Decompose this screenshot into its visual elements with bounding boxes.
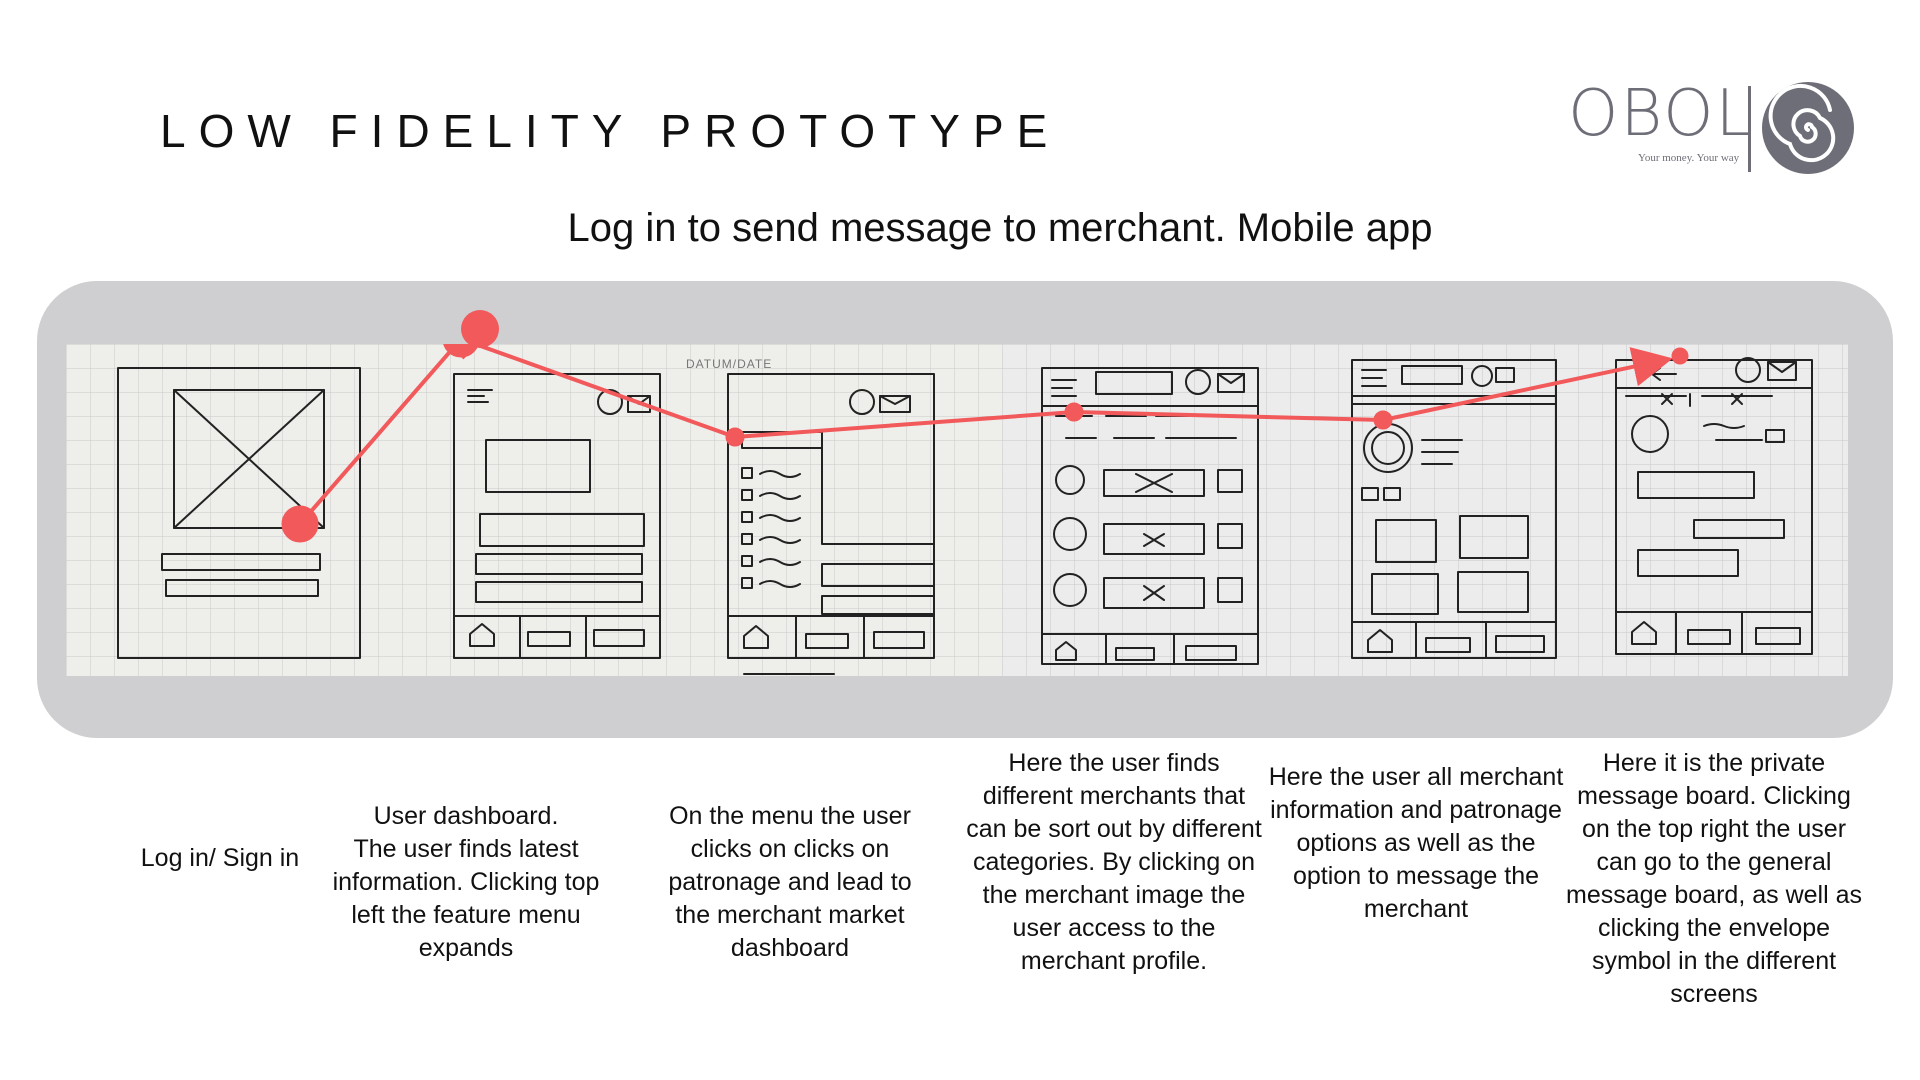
sketch-screen-message-board xyxy=(1615,357,1813,655)
sketch-screen-dashboard xyxy=(453,373,661,659)
caption-merchant-market: Here the user finds different merchants … xyxy=(966,749,1262,975)
sketch-screen-merchant-market xyxy=(1041,367,1259,665)
sketch-screen-merchant-profile xyxy=(1351,359,1557,659)
caption-dashboard: User dashboard. The user finds latest in… xyxy=(332,802,600,962)
flow-point-patronage xyxy=(725,427,745,447)
caption-menu: On the menu the user clicks on clicks on… xyxy=(668,802,912,962)
wireframe-sketch-photo: DATUM/DATE xyxy=(66,344,1848,676)
flow-point-login xyxy=(281,505,319,543)
flow-subtitle: Log in to send message to merchant. Mobi… xyxy=(567,206,1433,250)
flow-point-merchant xyxy=(1064,402,1084,422)
caption-merchant-profile: Here the user all merchant information a… xyxy=(1268,763,1564,923)
sketch-screen-menu xyxy=(727,373,935,675)
logo-tagline: Your money. Your way xyxy=(1638,152,1740,164)
caption-login: Log in/ Sign in xyxy=(140,844,300,872)
interaction-flow xyxy=(281,344,1689,543)
flow-point-message xyxy=(1373,410,1393,430)
date-label: DATUM/DATE xyxy=(686,357,772,371)
logo-wordmark: OBOL xyxy=(1568,77,1754,151)
logo-divider xyxy=(1748,86,1751,172)
obol-logo: OBOL Your money. Your way xyxy=(1566,78,1866,178)
spiral-icon xyxy=(1762,82,1854,174)
caption-message-board: Here it is the private message board. Cl… xyxy=(1566,749,1862,1008)
flow-point-board xyxy=(1671,347,1689,365)
page-title: LOW FIDELITY PROTOTYPE xyxy=(160,105,1061,157)
sketch-screen-login xyxy=(117,367,361,659)
